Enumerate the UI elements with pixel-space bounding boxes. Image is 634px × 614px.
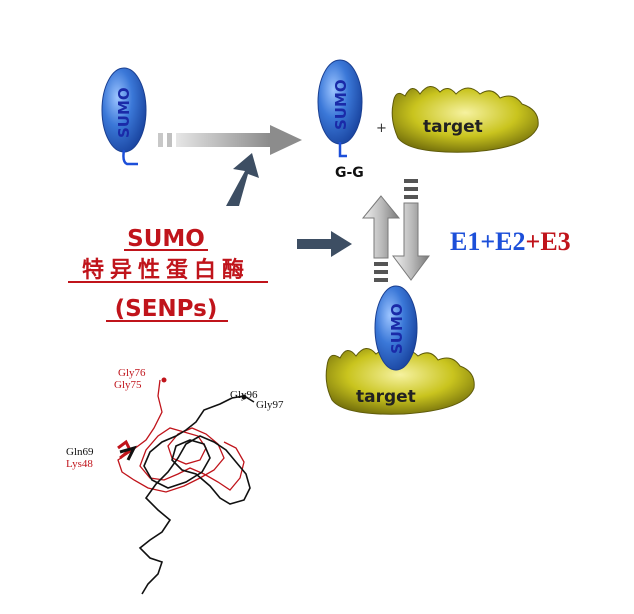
label-gly96: Gly96 <box>230 389 258 401</box>
label-gly75: Gly75 <box>114 379 142 391</box>
sumo-mature: SUMO G-G <box>317 59 364 181</box>
target-conjugated: target SUMO <box>325 285 475 415</box>
label-gly76: Gly76 <box>118 367 146 379</box>
conjugation-arrows <box>361 179 430 282</box>
senps-line-3: (SENPs) <box>115 296 218 322</box>
target-label-1: target <box>423 117 483 137</box>
sumo-label-1: SUMO <box>115 87 133 138</box>
label-lys48: Lys48 <box>66 458 93 470</box>
senps-line-2: 特异性蛋白酶 <box>82 257 250 283</box>
senps-label: SUMO 特异性蛋白酶 (SENPs) <box>68 226 268 322</box>
plus-sign: + <box>376 121 387 136</box>
senp-cleave-arrow <box>226 153 259 206</box>
sumo-free: SUMO <box>101 67 147 166</box>
processing-arrow <box>158 125 302 155</box>
senp-deconjugation-arrow <box>297 231 352 257</box>
sumo-label-2: SUMO <box>332 79 350 130</box>
target-free: target <box>391 86 539 153</box>
sumo-label-3: SUMO <box>388 303 406 354</box>
label-gly97: Gly97 <box>256 399 284 411</box>
gg-motif-label: G-G <box>335 165 364 181</box>
protein-structure: Gly76 Gly75 Gly96 Gly97 Gln69 Lys48 <box>30 362 300 602</box>
target-label-2: target <box>356 387 416 407</box>
label-gln69: Gln69 <box>66 446 94 458</box>
senps-line-1: SUMO <box>127 226 205 252</box>
enzyme-label: E1+E2+E3 <box>450 227 571 256</box>
